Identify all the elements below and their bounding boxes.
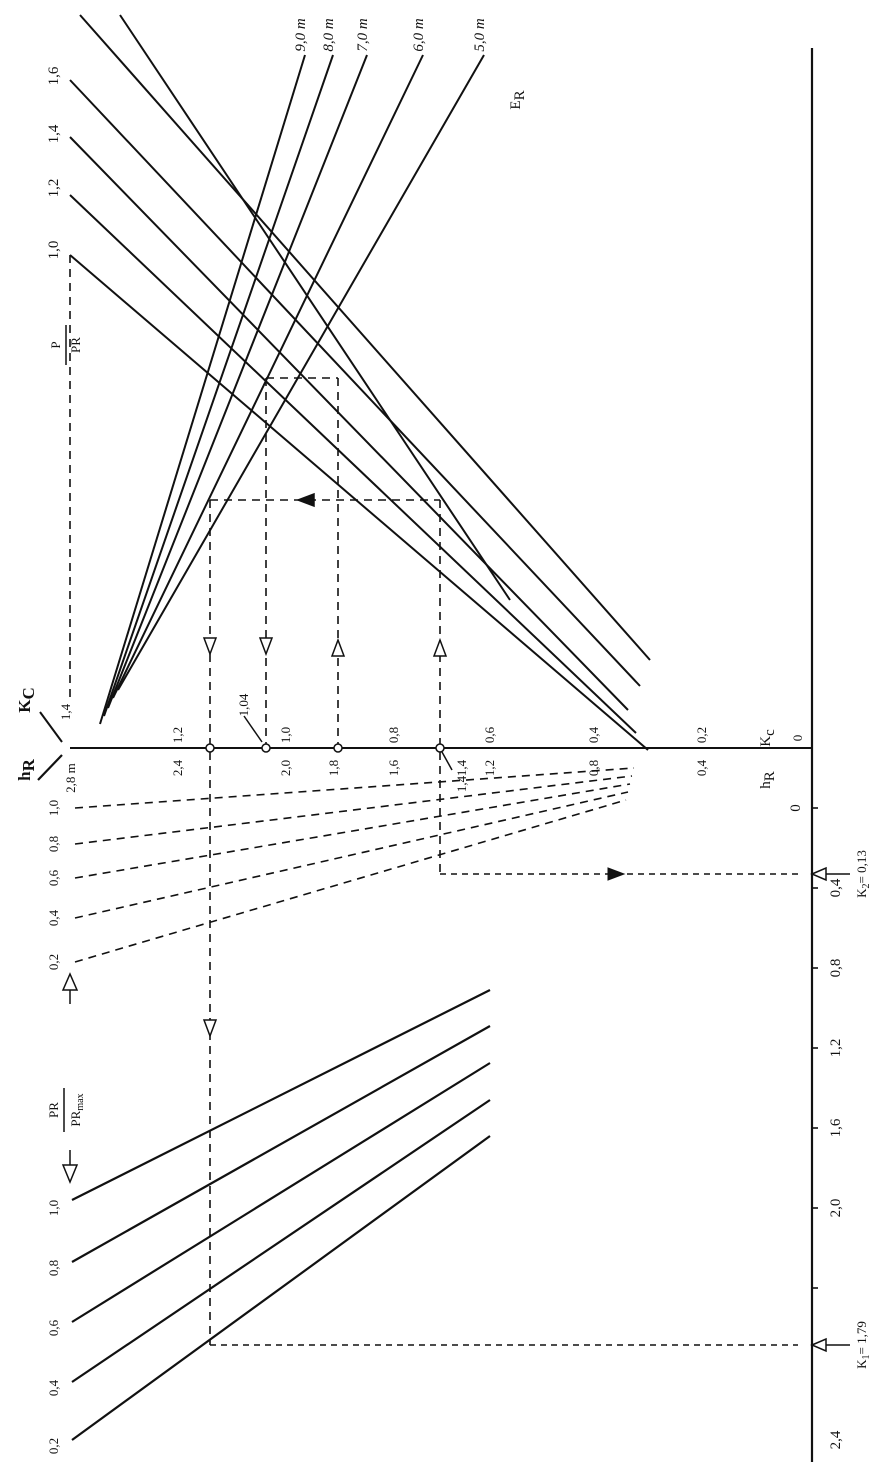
pr-ratio-06: 0,6	[46, 1319, 61, 1336]
p-pr-tick-12: 1,2	[46, 179, 62, 198]
k-tick-04: 0,4	[828, 878, 844, 897]
kc-tick-02: 0,2	[694, 727, 709, 743]
annot-104-pointer	[243, 715, 263, 743]
p-label: P	[48, 341, 63, 348]
kc-tick-14: 1,4	[58, 703, 73, 720]
hr-ratio-scale: 1,0 0,8 0,6 0,4 0,2	[46, 800, 61, 970]
hr-scale: 2,4 2,0 1,8 1,6 1,4 1,2 0,8 0,4	[170, 759, 709, 776]
p-pr-tick-16: 1,6	[46, 66, 62, 85]
er-curve-8m: 8,0 m	[321, 18, 337, 52]
hr-tick-24: 2,4	[170, 759, 185, 776]
kc-tick-0: 0	[790, 735, 805, 742]
pr-ratio-10: 1,0	[46, 1200, 61, 1216]
kc-tick-04: 0,4	[586, 726, 601, 743]
annot-14: 1,4	[454, 775, 469, 792]
top-dashed-guides	[209, 377, 441, 745]
er-curve-5m: 5,0 m	[472, 18, 488, 52]
pr-ratio-lines	[71, 989, 491, 1441]
k-tick-16: 1,6	[828, 1118, 844, 1137]
k-axis-labels: 0 0,4 0,8 1,2 1,6 2,0 2,4	[788, 804, 844, 1449]
k-tick-20: 2,0	[828, 1199, 844, 1218]
er-symbol: ER	[508, 90, 528, 109]
pr-ratio-02: 0,2	[46, 1438, 61, 1454]
pr-ratio-04: 0,4	[46, 1379, 61, 1396]
p-pr-label: P PR	[48, 325, 83, 365]
k-tick-0: 0	[788, 804, 804, 812]
k2-label: K2= 0,13	[854, 850, 872, 898]
hr-tick-16: 1,6	[386, 759, 401, 776]
k-tick-24: 2,4	[828, 1430, 844, 1449]
hr-tick-20: 2,0	[278, 760, 293, 776]
hr-left-symbol: hR	[15, 758, 38, 780]
kc-top-label: KC	[15, 687, 63, 743]
p-pr-scale: 1,0 1,2 1,4 1,6	[46, 66, 62, 259]
er-curve-6m: 6,0 m	[411, 18, 427, 52]
k2-arrow-open	[810, 866, 827, 882]
er-curve-labels: 9,0 m 8,0 m 7,0 m 6,0 m 5,0 m	[293, 18, 488, 52]
hr-right-label: hR	[758, 771, 778, 789]
arrow-hr-ratio	[61, 972, 79, 991]
annot-14-pointer	[441, 751, 453, 771]
hr-tick-04: 0,4	[694, 759, 709, 776]
hr-ratio-10: 1,0	[46, 800, 61, 816]
hr-tick-12: 1,2	[482, 760, 497, 776]
er-curve-7m: 7,0 m	[355, 18, 371, 52]
kc-tick-12: 1,2	[170, 727, 185, 743]
pr-label: PR	[68, 337, 83, 353]
p-pr-lines	[69, 14, 651, 751]
kc-right-symbol: Kc	[758, 729, 778, 747]
hr-ratio-02: 0,2	[46, 954, 61, 970]
p-pr-tick-10: 1,0	[46, 241, 62, 260]
pr-top-label: PR	[46, 1102, 61, 1118]
hr-tick-14: 1,4	[454, 759, 469, 776]
k2-arrow-solid	[607, 867, 626, 881]
arrow-pr-ratio	[61, 1164, 79, 1184]
p-pr-tick-14: 1,4	[46, 124, 62, 143]
kc-tick-06: 0,6	[482, 726, 497, 743]
pr-ratio-08: 0,8	[46, 1260, 61, 1276]
hr-28-label: 2,8 m	[63, 763, 78, 793]
hr-right-symbol: hR	[758, 771, 778, 789]
hr-left-label: hR	[15, 754, 63, 781]
prmax-bottom-label: PRmax	[68, 1093, 86, 1126]
k-tick-08: 0,8	[828, 959, 844, 978]
hr-ratio-08: 0,8	[46, 836, 61, 852]
kc-scale: 1,4 1,2 1,0 0,8 0,6 0,4 0,2 0	[58, 703, 805, 743]
hr-ratio-lines	[74, 767, 635, 963]
hr-ratio-06: 0,6	[46, 869, 61, 886]
k1-arrow-open	[810, 1337, 827, 1353]
top-arrows	[202, 492, 448, 657]
hr-tick-18: 1,8	[326, 760, 341, 776]
pr-ratio-scale: 1,0 0,8 0,6 0,4 0,2	[46, 1200, 61, 1454]
k1-label: K1= 1,79	[854, 1321, 872, 1369]
hr-ratio-04: 0,4	[46, 909, 61, 926]
kc-top-symbol: KC	[15, 687, 38, 713]
kc-tick-10: 1,0	[278, 727, 293, 743]
kc-right-label: Kc	[758, 729, 778, 747]
hr-tick-08: 0,8	[586, 760, 601, 776]
pr-prmax-label: PR PRmax	[46, 1088, 86, 1132]
k-tick-12: 1,2	[828, 1039, 844, 1058]
main-vertical-arrow	[202, 1019, 218, 1039]
annot-104: 1,04	[236, 693, 251, 716]
er-label: ER	[508, 90, 528, 109]
k-axis-ticks	[812, 807, 818, 1289]
er-lines	[99, 54, 485, 725]
er-curve-9m: 9,0 m	[293, 18, 309, 52]
kc-tick-08: 0,8	[386, 727, 401, 743]
